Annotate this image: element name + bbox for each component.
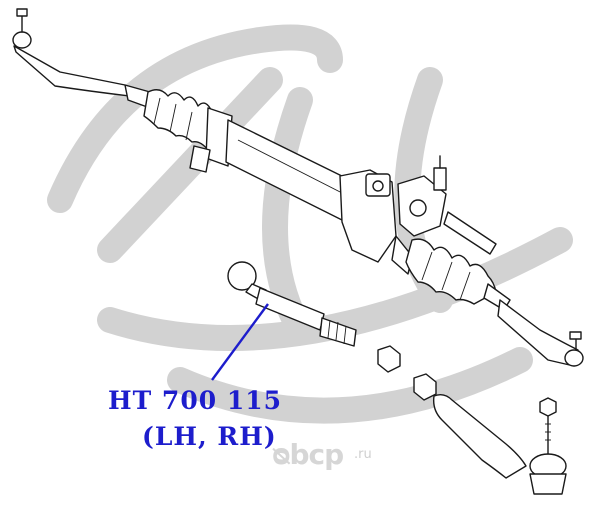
outer-tie-rod-end (432, 393, 567, 495)
leader-line (211, 303, 269, 381)
watermark-logo (47, 24, 573, 424)
part-number-label: HT 700 115 (108, 386, 283, 415)
rack-housing (124, 84, 511, 311)
inner-tie-rod (227, 261, 357, 347)
side-label: (LH, RH) (142, 422, 277, 451)
brand-watermark: ᴓbcp (272, 438, 344, 471)
right-tie-rod-end (497, 299, 584, 367)
left-tie-rod-end (12, 8, 131, 97)
brand-suffix: .ru (354, 447, 372, 462)
hex-nut (377, 345, 437, 401)
